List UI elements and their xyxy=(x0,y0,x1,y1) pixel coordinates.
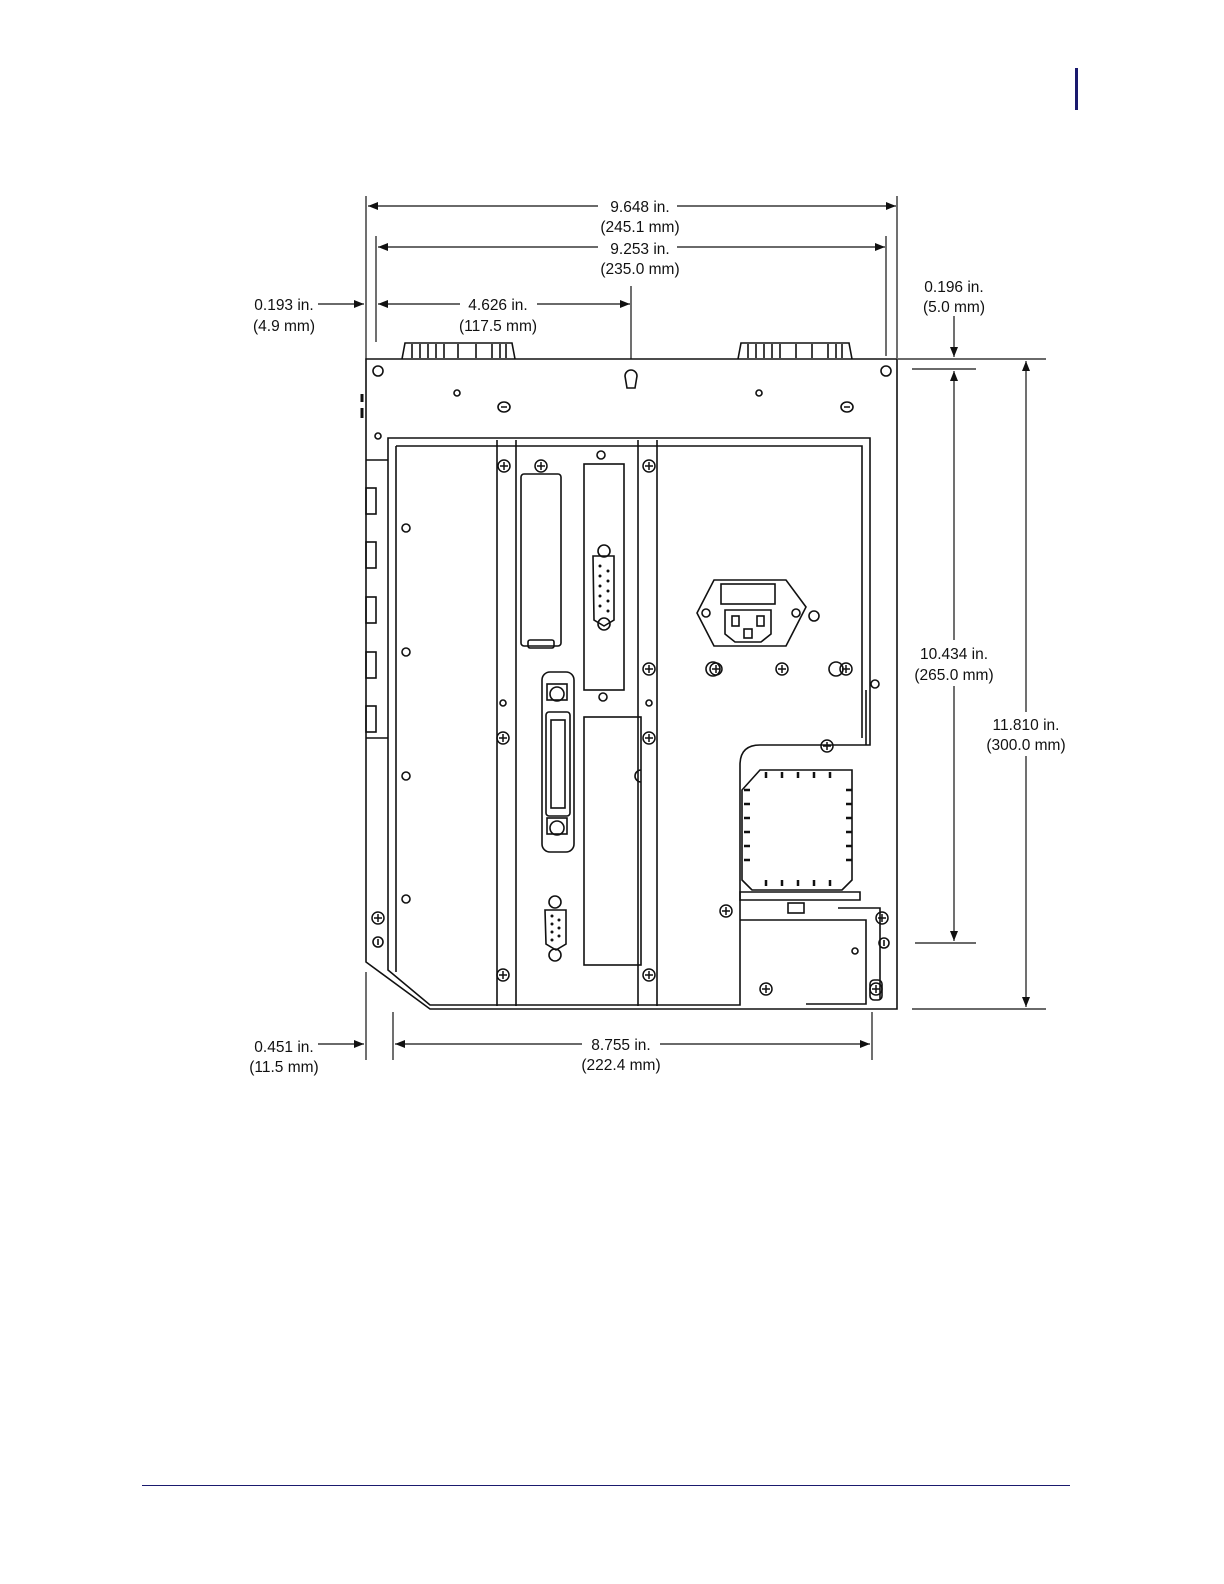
rear-plate-outline xyxy=(366,359,897,1009)
half-width-mm: (117.5 mm) xyxy=(459,318,537,335)
inner-height-mm: (265.0 mm) xyxy=(914,667,993,684)
top-offset-mm: (5.0 mm) xyxy=(923,299,985,316)
foot-width-mm: (235.0 mm) xyxy=(600,261,679,278)
overall-width-in: 9.648 in. xyxy=(610,199,669,216)
bottom-left-offset-in: 0.451 in. xyxy=(254,1039,313,1056)
half-width-in: 4.626 in. xyxy=(468,297,527,314)
top-offset-in: 0.196 in. xyxy=(924,279,983,296)
printer-rear-view xyxy=(362,343,897,1009)
overall-width-mm: (245.1 mm) xyxy=(600,219,679,236)
overall-height-in: 11.810 in. xyxy=(993,717,1060,734)
bottom-width-mm: (222.4 mm) xyxy=(581,1057,660,1074)
bottom-left-offset-mm: (11.5 mm) xyxy=(249,1059,318,1076)
bottom-width-in: 8.755 in. xyxy=(591,1037,650,1054)
left-offset-in: 0.193 in. xyxy=(254,297,313,314)
foot-width-in: 9.253 in. xyxy=(610,241,669,258)
inner-height-in: 10.434 in. xyxy=(920,646,988,663)
top-feet xyxy=(402,343,852,359)
left-offset-mm: (4.9 mm) xyxy=(253,318,315,335)
footer-rule xyxy=(142,1485,1070,1486)
overall-height-mm: (300.0 mm) xyxy=(986,737,1065,754)
